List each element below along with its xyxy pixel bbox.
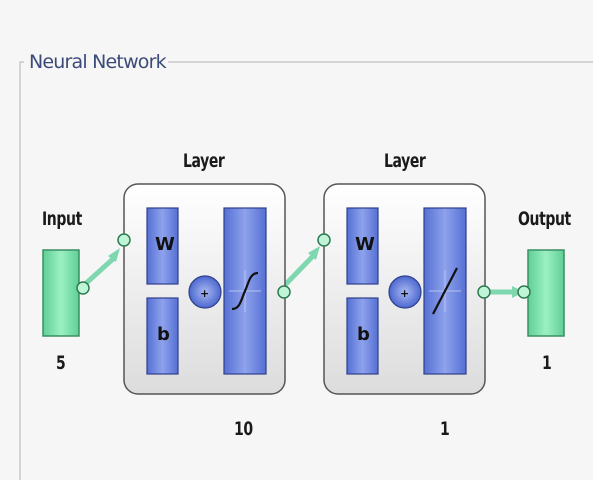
connector-input-layer1 <box>80 255 117 289</box>
group-title: Neural Network <box>27 50 168 74</box>
layer1-size: 10 <box>234 418 253 440</box>
input-label: Input <box>42 208 82 230</box>
layer1-input-port <box>117 233 131 247</box>
layer2-input-port <box>317 233 331 247</box>
group-box-frame <box>19 61 593 480</box>
purelin-line-icon <box>432 267 458 315</box>
input-size: 5 <box>56 352 66 374</box>
layer1-weight-block <box>146 207 179 285</box>
layer2-weight-block <box>346 207 379 285</box>
output-label: Output <box>518 208 571 230</box>
layer2-bias-label: b <box>357 324 370 345</box>
layer2-weight-label: W <box>355 234 375 255</box>
layer1-output-port <box>277 285 291 299</box>
layer1-weight-label: W <box>155 234 175 255</box>
layer1-sum-label: + <box>200 287 210 300</box>
connector-layer1-layer2 <box>281 252 317 289</box>
layer1-bias-block <box>146 297 179 375</box>
layer1-label: Layer <box>183 150 225 172</box>
layer2-sum-label: + <box>400 287 410 300</box>
layer1-bias-label: b <box>157 324 170 345</box>
output-size: 1 <box>542 352 552 374</box>
output-port <box>517 285 531 299</box>
output-node <box>527 249 565 337</box>
layer2-label: Layer <box>384 150 426 172</box>
input-node <box>42 249 80 337</box>
layer1-sum-node <box>188 275 222 309</box>
input-port <box>76 281 90 295</box>
tansig-curve-icon <box>231 271 259 311</box>
layer2-output-port <box>477 285 491 299</box>
arrow-layer1-layer2 <box>308 246 320 260</box>
layer2-bias-block <box>346 297 379 375</box>
arrow-input-layer1 <box>108 248 120 262</box>
layer2-sum-node <box>388 275 422 309</box>
layer2-size: 1 <box>440 418 450 440</box>
